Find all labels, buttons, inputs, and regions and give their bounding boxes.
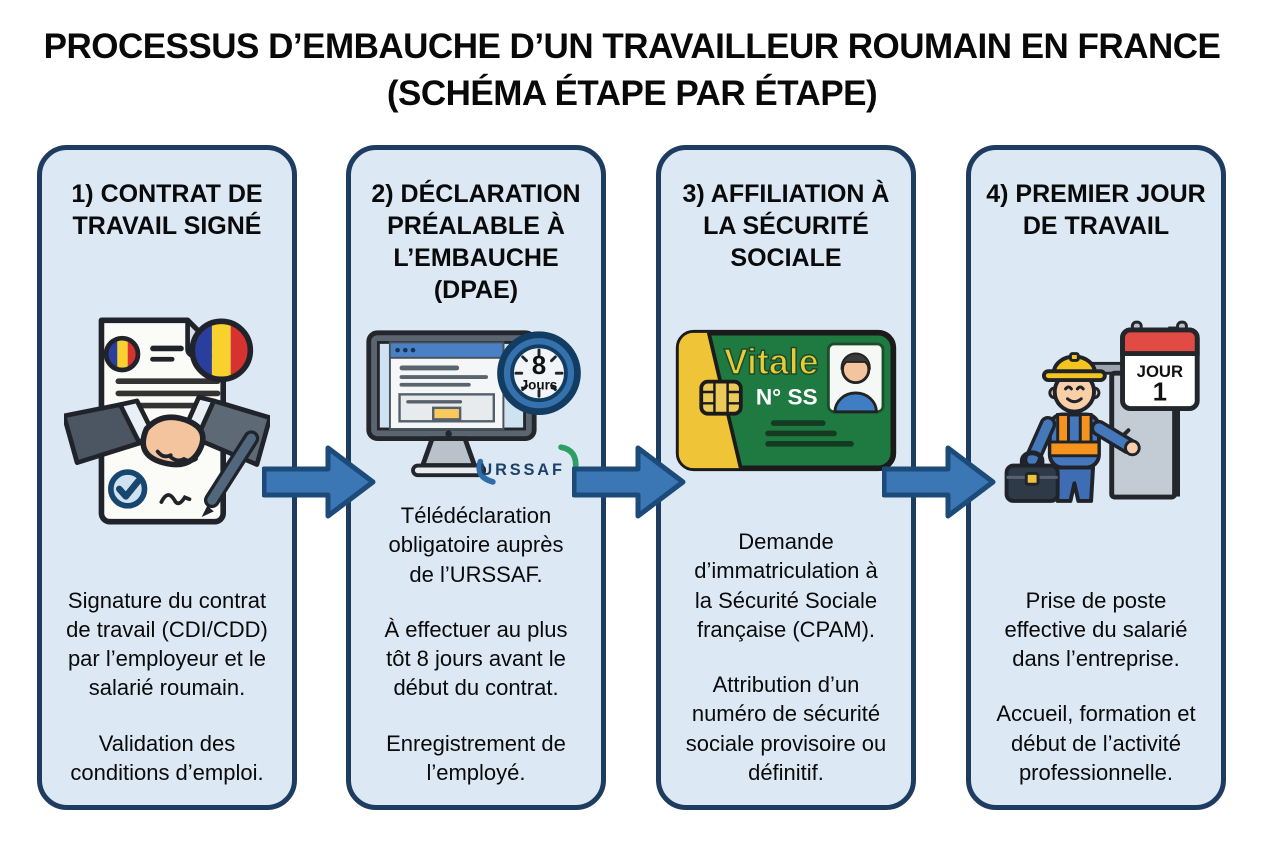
step-2-texts: Télédéclaration obligatoire auprès de l’… bbox=[363, 501, 589, 791]
step-2-paragraph: Enregistrement de l’employé. bbox=[386, 730, 566, 785]
step-3-icon-area: Vitale N° SS bbox=[673, 274, 899, 527]
pen-icon bbox=[201, 430, 260, 517]
calendar-label: JOUR bbox=[1137, 362, 1183, 381]
hardhat-icon bbox=[1041, 352, 1107, 383]
calendar-jour1-icon: JOUR 1 bbox=[1120, 320, 1200, 412]
signature bbox=[159, 492, 192, 505]
step-4-paragraph: Accueil, formation et début de l’activit… bbox=[996, 701, 1196, 785]
computer-icon bbox=[366, 330, 537, 478]
vitale-card-icon: Vitale N° SS bbox=[675, 329, 897, 472]
step-2-paragraph: À effectuer au plus tôt 8 jours avant le… bbox=[384, 616, 568, 701]
arrow-step1-to-step2 bbox=[262, 445, 376, 519]
step-1-texts: Signature du contrat de travail (CDI/CDD… bbox=[54, 586, 280, 792]
step-1-paragraph: Validation des conditions d’emploi. bbox=[70, 730, 264, 785]
step-card-contract: 1) CONTRAT DE TRAVAIL SIGNÉ bbox=[37, 145, 297, 810]
arrow-step3-to-step4 bbox=[882, 445, 996, 519]
vitale-label: Vitale bbox=[724, 342, 819, 382]
urssaf-label: URSSAF bbox=[480, 461, 564, 479]
worker-icon bbox=[1004, 352, 1141, 504]
clock-8-days-icon: 8 Jours bbox=[497, 331, 581, 416]
computer-declaration-icon: 8 Jours URSSAF bbox=[366, 330, 581, 485]
arrow-step2-to-step3 bbox=[572, 445, 686, 519]
step-2-heading: 2) DÉCLARATION PRÉALABLE À L’EMBAUCHE (D… bbox=[371, 180, 581, 304]
card-lines bbox=[765, 420, 854, 447]
step-1-heading: 1) CONTRAT DE TRAVAIL SIGNÉ bbox=[71, 180, 263, 240]
step-3-paragraph: Attribution d’un numéro de sécurité soci… bbox=[685, 672, 887, 785]
step-card-securite-sociale: 3) AFFILIATION À LA SÉCURITÉ SOCIALE Vit… bbox=[656, 145, 916, 810]
worker-first-day-icon: JOUR 1 bbox=[1004, 320, 1200, 504]
contract-handshake-icon bbox=[64, 317, 270, 525]
nss-label: N° SS bbox=[756, 384, 818, 409]
step-4-texts: Prise de poste effective du salarié dans… bbox=[983, 586, 1209, 792]
page-title-line1: PROCESSUS D’EMBAUCHE D’UN TRAVAILLEUR RO… bbox=[43, 27, 1221, 66]
step-1-icon-area bbox=[54, 242, 280, 586]
chip-icon bbox=[699, 379, 743, 416]
romania-flag-small-icon bbox=[103, 335, 141, 373]
page-title: PROCESSUS D’EMBAUCHE D’UN TRAVAILLEUR RO… bbox=[0, 24, 1264, 117]
step-3-paragraph: Demande d’immatriculation à la Sécurité … bbox=[694, 529, 878, 642]
romania-flag-icon bbox=[189, 318, 254, 382]
clock-unit: Jours bbox=[521, 378, 558, 393]
step-3-texts: Demande d’immatriculation à la Sécurité … bbox=[673, 527, 899, 791]
photo-icon bbox=[826, 342, 885, 414]
handshake-icon bbox=[64, 394, 270, 468]
step-2-paragraph: Télédéclaration obligatoire auprès de l’… bbox=[388, 503, 564, 587]
step-2-icon-area: 8 Jours URSSAF bbox=[363, 306, 589, 501]
step-4-paragraph: Prise de poste effective du salarié dans… bbox=[1004, 587, 1188, 672]
check-badge-icon bbox=[108, 468, 148, 509]
step-4-heading: 4) PREMIER JOUR DE TRAVAIL bbox=[986, 180, 1206, 240]
step-card-dpae: 2) DÉCLARATION PRÉALABLE À L’EMBAUCHE (D… bbox=[346, 145, 606, 810]
calendar-day: 1 bbox=[1153, 379, 1167, 407]
step-4-icon-area: JOUR 1 bbox=[983, 242, 1209, 586]
page-title-line2: (SCHÉMA ÉTAPE PAR ÉTAPE) bbox=[386, 73, 878, 113]
clock-number: 8 bbox=[532, 350, 546, 380]
briefcase-icon bbox=[1004, 450, 1060, 504]
step-1-paragraph: Signature du contrat de travail (CDI/CDD… bbox=[66, 587, 268, 701]
step-3-heading: 3) AFFILIATION À LA SÉCURITÉ SOCIALE bbox=[682, 180, 890, 272]
urssaf-logo: URSSAF bbox=[476, 444, 579, 485]
sparkle-icon bbox=[691, 436, 700, 450]
step-card-premier-jour: 4) PREMIER JOUR DE TRAVAIL JOUR 1 bbox=[966, 145, 1226, 810]
